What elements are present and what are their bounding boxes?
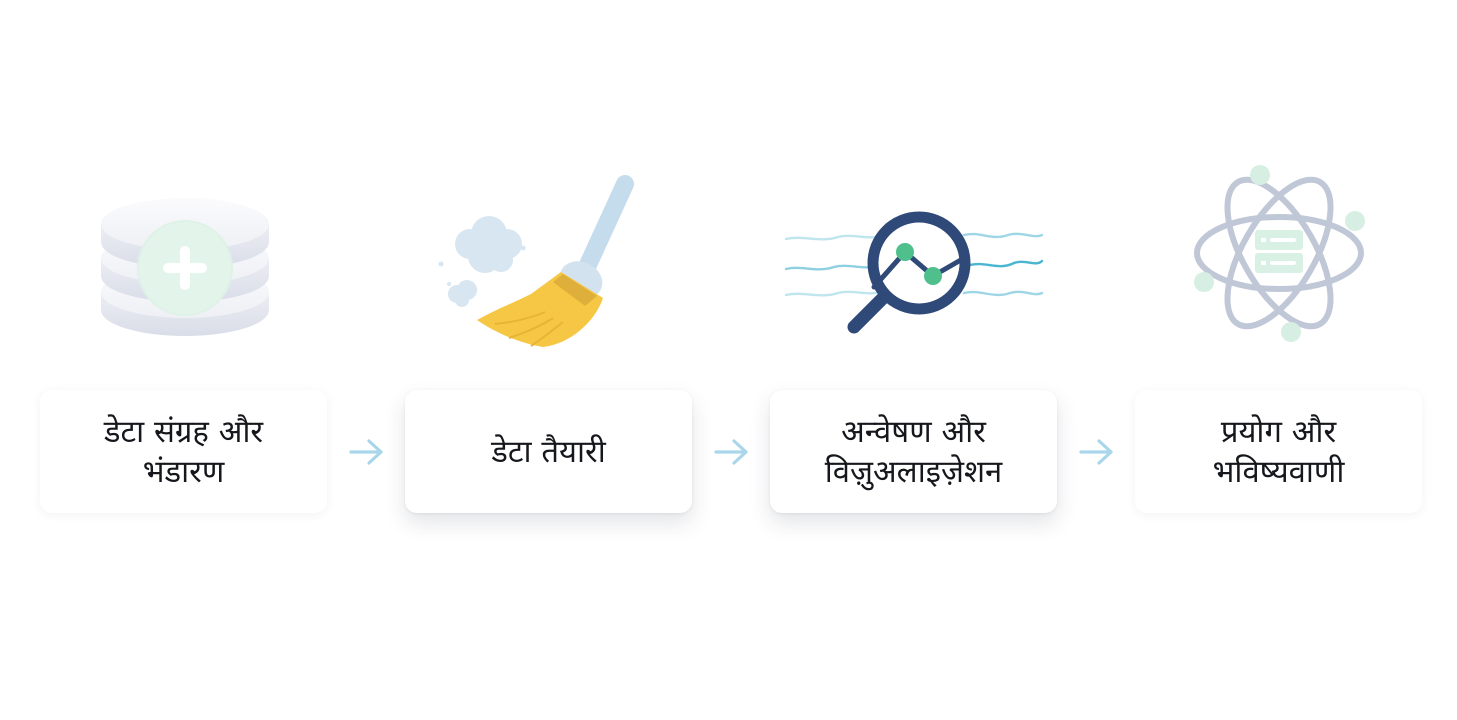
- arrow-right-icon: [714, 439, 748, 465]
- step-label: डेटा तैयारी: [491, 433, 606, 470]
- atom-server-icon: [1194, 165, 1365, 342]
- step-label: प्रयोग और भविष्यवाणी: [1212, 413, 1345, 490]
- database-add-icon: [101, 198, 269, 336]
- step-card-data-collection: डेटा संग्रह और भंडारण: [40, 390, 327, 513]
- step-card-exploration: अन्वेषण और विज़ुअलाइज़ेशन: [770, 390, 1057, 513]
- broom-icon: [438, 175, 634, 347]
- step-label: अन्वेषण और विज़ुअलाइज़ेशन: [824, 413, 1003, 490]
- step-card-data-preparation: डेटा तैयारी: [405, 390, 692, 513]
- step-card-prediction: प्रयोग और भविष्यवाणी: [1135, 390, 1422, 513]
- step-label: डेटा संग्रह और भंडारण: [103, 413, 264, 490]
- arrow-right-icon: [349, 439, 383, 465]
- magnifier-chart-icon: [784, 211, 1044, 334]
- arrow-right-icon: [1079, 439, 1113, 465]
